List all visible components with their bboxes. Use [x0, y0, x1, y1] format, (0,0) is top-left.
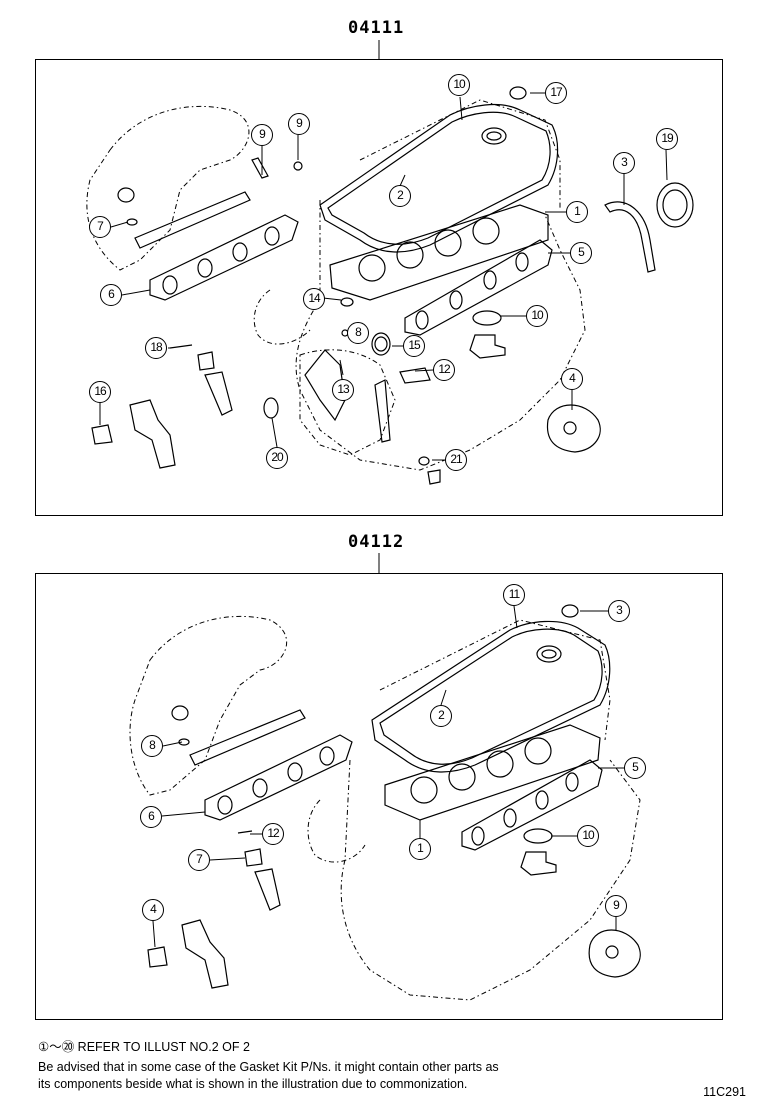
callout-p2-7: 7	[188, 849, 210, 871]
valve-cover-gasket-04111	[319, 104, 559, 253]
callout-p2-4: 4	[142, 899, 164, 921]
callout-p2-1: 1	[409, 838, 431, 860]
callout-12: 12	[433, 359, 455, 381]
callout-p2-3: 3	[608, 600, 630, 622]
callout-9a: 9	[251, 124, 273, 146]
callout-19: 20	[266, 447, 288, 469]
note-refer: ①〜⑳ REFER TO ILLUST NO.2 OF 2	[38, 1040, 250, 1054]
callout-10: 10	[526, 305, 548, 327]
callout-8: 8	[347, 322, 369, 344]
callout-13: 13	[332, 379, 354, 401]
panel-1-leaders	[99, 92, 668, 461]
callout-16: 16	[89, 381, 111, 403]
note-advisory-line1: Be advised that in some case of the Gask…	[38, 1060, 499, 1074]
head-gasket-04111	[329, 204, 549, 301]
callout-3: 3	[613, 152, 635, 174]
callout-14: 14	[303, 288, 325, 310]
illustration-code: 11C291	[703, 1085, 746, 1099]
panel-04111	[35, 59, 723, 516]
callout-21: 21	[445, 449, 467, 471]
callout-p2-8: 8	[141, 735, 163, 757]
callout-p2-9: 9	[605, 895, 627, 917]
callout-9b: 9	[288, 113, 310, 135]
callout-p2-2: 2	[430, 705, 452, 727]
callout-18: 18	[145, 337, 167, 359]
panel-2-leaders	[152, 605, 624, 948]
callout-6: 6	[100, 284, 122, 306]
callout-17: 17	[545, 82, 567, 104]
head-gasket-04112	[384, 724, 601, 821]
panel-2-engine-outline	[129, 615, 641, 1001]
callout-5: 5	[570, 242, 592, 264]
intake-manifold-gasket-04112	[204, 734, 353, 821]
callout-15: 15	[403, 335, 425, 357]
kit-code-04111: 04111	[348, 18, 405, 38]
kit-code-04112: 04112	[348, 532, 405, 552]
exhaust-manifold-gasket-04112	[461, 759, 603, 851]
exhaust-manifold-gasket-04111	[404, 239, 553, 336]
callout-p2-5: 5	[624, 757, 646, 779]
callout-4: 4	[561, 368, 583, 390]
note-advisory-line2: its components beside what is shown in t…	[38, 1077, 468, 1091]
callout-p2-10: 10	[577, 825, 599, 847]
callout-p2-6: 6	[140, 806, 162, 828]
callout-2: 2	[389, 185, 411, 207]
intake-manifold-gasket-04111	[149, 214, 299, 301]
callout-7: 7	[89, 216, 111, 238]
panel-04112	[35, 573, 723, 1020]
callout-p2-11: 11	[503, 584, 525, 606]
callout-p2-12: 12	[262, 823, 284, 845]
callout-20: 19	[656, 128, 678, 150]
callout-11: 10	[448, 74, 470, 96]
callout-1: 1	[566, 201, 588, 223]
